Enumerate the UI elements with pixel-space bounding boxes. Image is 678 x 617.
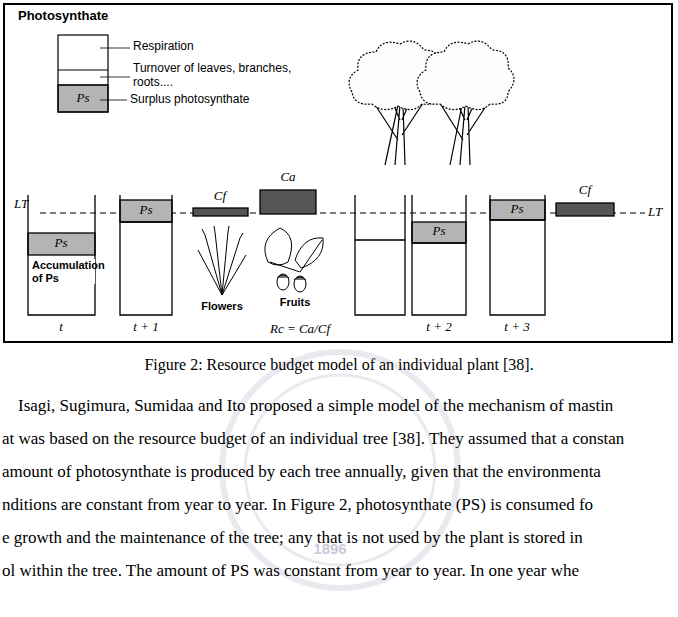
symbol-label: Ps [433,224,446,239]
part-label: Respiration [133,40,194,54]
body-text: Isagi, Sugimura, Sumidaa and Ito propose… [18,396,613,416]
part-label: Accumulation of Ps [31,259,95,284]
body-text: nditions are constant from year to year.… [2,495,593,515]
time-label: t + 3 [504,320,529,335]
watermark: 1896 [313,540,346,557]
figure-heading: Photosynthate [18,9,108,24]
time-label: t [59,320,63,335]
symbol-label: Cf [579,183,591,198]
time-label: t + 2 [426,320,451,335]
part-label: Turnover of leaves, branches, roots.... [133,62,303,90]
symbol-label: Cf [214,189,226,204]
body-text: ol within the tree. The amount of PS was… [2,561,579,581]
part-label: Flowers [201,300,243,313]
body-text: amount of photosynthate is produced by e… [2,462,601,482]
symbol-label: Ps [55,236,68,251]
time-label: t + 1 [133,320,158,335]
symbol-label: LT [648,205,662,220]
symbol-label: Ps [511,202,524,217]
fruits-drawing [265,228,323,292]
part-label: Surplus photosynthate [130,93,249,107]
tree-pair [349,41,514,165]
resource-bars [28,190,614,315]
figure-frame [4,4,672,342]
body-text: e growth and the maintenance of the tree… [2,528,583,548]
budget-box [58,35,130,112]
flowers-drawing [198,226,246,295]
figure-caption: Figure 2: Resource budget model of an in… [144,356,533,374]
symbol-label: Ca [280,170,295,185]
symbol-label: LT [14,197,28,212]
part-label: Fruits [280,296,311,309]
symbol-label: Ps [140,203,153,218]
symbol-label: Ps [77,91,90,106]
formula-label: Rc = Ca/Cf [270,322,330,337]
body-text: at was based on the resource budget of a… [2,429,624,449]
